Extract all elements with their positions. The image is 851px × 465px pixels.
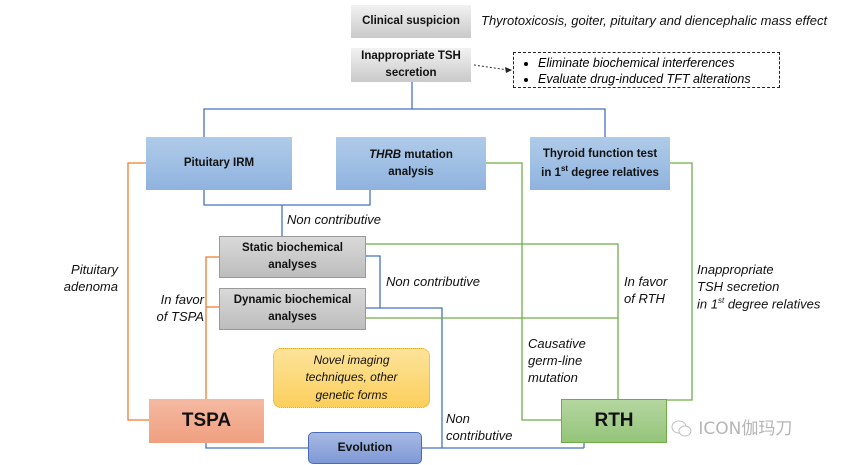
dynamic-biochemical-box: Dynamic biochemical analyses [219, 288, 366, 330]
clinical-suspicion-label: Clinical suspicion [362, 15, 460, 28]
inappropriate-tsh-line2: secretion [385, 67, 437, 79]
in-favor-tspa-line2: of TSPA [156, 308, 204, 324]
relatives-line3-post: degree relatives [724, 296, 821, 312]
thyroid-function-test-box: Thyroid function test in 1st degree relat… [530, 137, 670, 190]
tft-line2-post: degree relatives [568, 166, 659, 179]
thrb-rest-label: mutation [401, 148, 453, 161]
thrb-gene-label: THRB [369, 148, 402, 161]
checklist-item: Eliminate biochemical interferences [538, 55, 779, 71]
tft-line1: Thyroid function test [542, 147, 658, 160]
static-line2: analyses [268, 259, 317, 271]
causative-line2: germ-line [528, 352, 583, 368]
in-favor-rth-line2: of RTH [624, 290, 665, 306]
thrb-mutation-box: THRB mutation analysis [336, 137, 486, 190]
tft-line2-pre: in 1 [541, 166, 561, 179]
relatives-line3-pre: in 1 [697, 296, 718, 312]
dotted-arrow [473, 64, 512, 73]
rth-box: RTH [561, 399, 667, 443]
tft-sup: st [560, 163, 569, 173]
dynamic-line1: Dynamic biochemical [233, 294, 352, 307]
static-biochemical-box: Static biochemical analyses [219, 236, 366, 278]
causative-line3: mutation [528, 369, 578, 385]
blue-connectors [203, 82, 606, 449]
pituitary-irm-box: Pituitary IRM [146, 137, 292, 190]
causative-line1: Causative [528, 336, 586, 351]
clinical-suspicion-box: Clinical suspicion [351, 5, 471, 38]
relatives-sup: st [717, 295, 725, 305]
novel-line2: techniques, other [305, 370, 398, 385]
evolution-label: Evolution [337, 440, 393, 455]
non-contributive-label-1: Non contributive [287, 212, 381, 227]
watermark: ICON伽玛刀 [671, 414, 792, 439]
wechat-icon [671, 420, 693, 438]
tspa-label: TSPA [181, 410, 232, 432]
novel-line3: genetic forms [315, 387, 388, 402]
orange-connectors [127, 162, 219, 421]
in-favor-rth-line1: In favor [624, 274, 668, 289]
pituitary-adenoma-line1: Pituitary [71, 262, 118, 277]
novel-line1: Novel imaging [313, 352, 390, 367]
green-connectors [366, 162, 693, 421]
non-contributive-3-line1: Non [446, 411, 470, 426]
static-line1: Static biochemical [242, 242, 343, 255]
inappropriate-tsh-box: Inappropriate TSH secretion [351, 48, 471, 82]
evolution-box: Evolution [308, 432, 422, 464]
non-contributive-3-line2: contributive [446, 427, 513, 443]
checklist-box: Eliminate biochemical interferences Eval… [513, 52, 780, 88]
inappropriate-tsh-line1: Inappropriate TSH [361, 50, 461, 63]
relatives-line2: TSH secretion [697, 278, 780, 294]
rth-label: RTH [594, 410, 634, 432]
relatives-line1: Inappropriate [697, 262, 774, 277]
checklist-item: Evaluate drug-induced TFT alterations [538, 71, 779, 87]
novel-imaging-box: Novel imaging techniques, other genetic fo… [273, 348, 430, 408]
pituitary-irm-label: Pituitary IRM [183, 157, 255, 170]
dynamic-line2: analyses [268, 311, 317, 323]
thrb-line2: analysis [388, 165, 434, 178]
in-favor-tspa-line1: In favor [160, 292, 204, 307]
watermark-text: ICON伽玛刀 [698, 419, 793, 439]
non-contributive-label-2: Non contributive [386, 274, 480, 289]
pituitary-adenoma-line2: adenoma [63, 278, 118, 294]
tspa-box: TSPA [149, 399, 264, 443]
clinical-description: Thyrotoxicosis, goiter, pituitary and di… [481, 13, 828, 28]
